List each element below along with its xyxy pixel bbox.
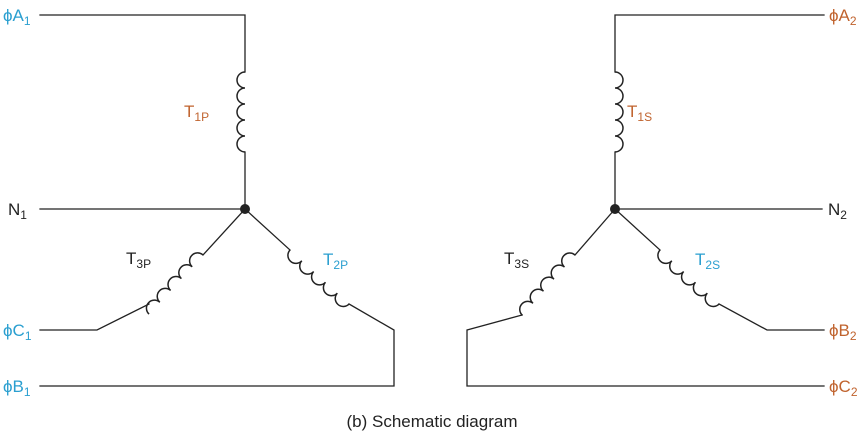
- label-t1p: T1P: [184, 102, 209, 124]
- wire-t2s-leg: [614, 208, 661, 251]
- coil-t2s: [657, 249, 720, 308]
- wire-phi-c2: [466, 314, 825, 387]
- label-phi-c2: ϕC2: [829, 377, 858, 399]
- primary-wye: ϕA1 N1 ϕC1 ϕB1 T1P T2P T3P: [3, 6, 395, 399]
- label-n2: N2: [828, 200, 847, 222]
- coil-t2p: [287, 249, 350, 308]
- label-phi-b2: ϕB2: [829, 321, 857, 343]
- label-t3s: T3S: [504, 249, 529, 271]
- label-t3p: T3P: [126, 249, 151, 271]
- primary-neutral-junction-dot: [240, 204, 250, 214]
- wire-phi-a2: [614, 14, 825, 73]
- coil-t1s: [614, 71, 624, 153]
- wire-t3p-leg: [202, 208, 246, 256]
- wire-phi-a1: [39, 14, 246, 73]
- label-phi-a1: ϕA1: [3, 6, 31, 28]
- label-phi-b1: ϕB1: [3, 377, 31, 399]
- label-n1: N1: [8, 200, 27, 222]
- coil-t3s: [519, 252, 576, 316]
- coil-t1p: [236, 71, 246, 153]
- wire-phi-c1: [39, 303, 150, 331]
- wire-t3s-leg: [574, 208, 616, 256]
- label-t1s: T1S: [627, 102, 652, 124]
- secondary-neutral-junction-dot: [610, 204, 620, 214]
- coil-t3p: [145, 252, 204, 315]
- wire-t2p-leg: [244, 208, 291, 251]
- wire-phi-b1: [39, 303, 395, 387]
- wire-phi-b2: [718, 303, 825, 331]
- diagram-caption: (b) Schematic diagram: [346, 412, 518, 431]
- label-phi-c1: ϕC1: [3, 321, 32, 343]
- label-phi-a2: ϕA2: [829, 6, 857, 28]
- secondary-wye: ϕA2 N2 ϕB2 ϕC2 T1S T2S T3S: [466, 6, 858, 399]
- label-t2s: T2S: [695, 250, 720, 272]
- label-t2p: T2P: [323, 250, 348, 272]
